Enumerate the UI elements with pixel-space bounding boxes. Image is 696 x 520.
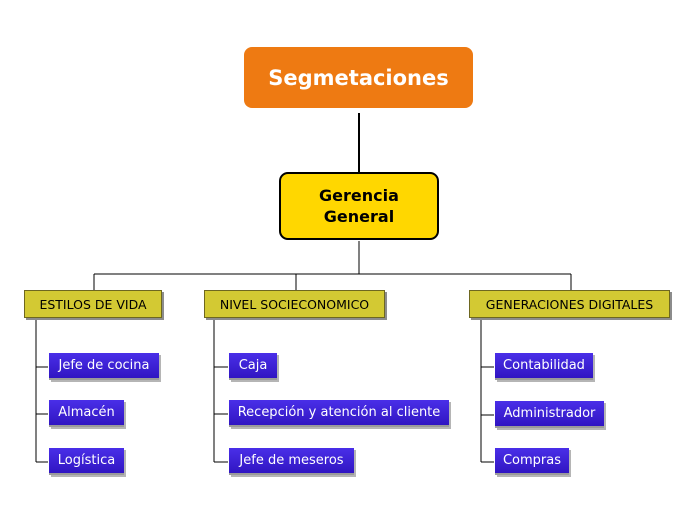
main-node-gerencia: Gerencia General: [279, 172, 439, 240]
diagram-title: Segmetaciones: [244, 47, 473, 108]
leaf-jefe-de-meseros: Jefe de meseros: [229, 448, 354, 475]
leaf-jefe-de-cocina: Jefe de cocina: [49, 353, 159, 380]
leaf-almacen: Almacén: [49, 400, 124, 427]
category-generaciones-digitales: GENERACIONES DIGITALES: [469, 290, 670, 318]
leaf-contabilidad: Contabilidad: [495, 353, 593, 380]
leaf-administrador: Administrador: [495, 401, 604, 428]
category-nivel-socieconomico: NIVEL SOCIECONOMICO: [204, 290, 385, 318]
category-estilos-de-vida: ESTILOS DE VIDA: [24, 290, 162, 318]
leaf-compras: Compras: [495, 448, 569, 475]
leaf-recepcion: Recepción y atención al cliente: [229, 400, 449, 427]
leaf-caja: Caja: [229, 353, 277, 380]
leaf-logistica: Logística: [49, 448, 124, 475]
